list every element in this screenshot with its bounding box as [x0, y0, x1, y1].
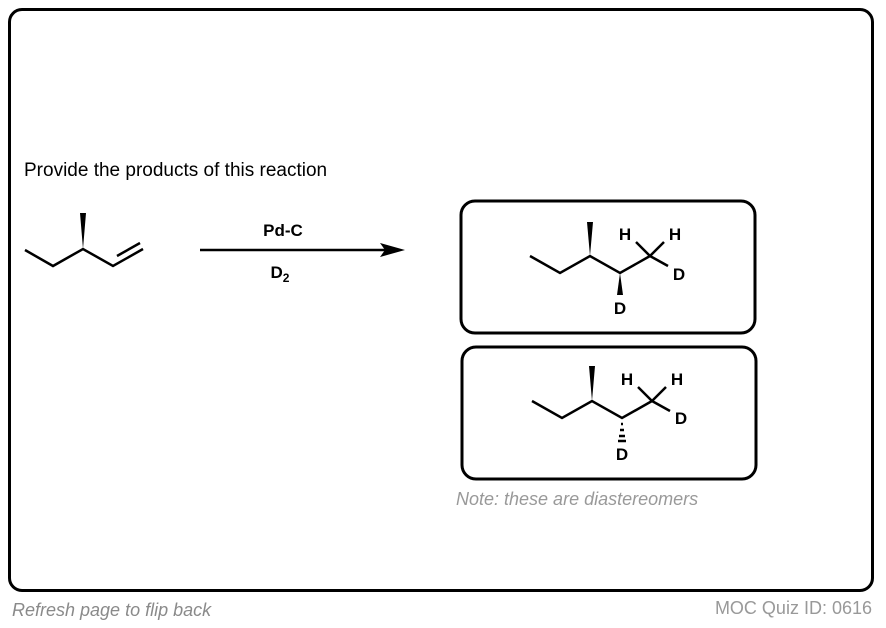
product-2	[531, 366, 671, 443]
quiz-card[interactable]	[8, 8, 874, 592]
svg-text:H: H	[669, 225, 681, 244]
svg-text:H: H	[671, 370, 683, 389]
starting-alkene	[24, 213, 144, 268]
svg-text:H: H	[619, 225, 631, 244]
product-box-2	[460, 345, 758, 481]
product-1	[529, 222, 669, 295]
reaction-arrow	[200, 243, 405, 257]
svg-text:D: D	[673, 265, 685, 284]
reagent-catalyst: Pd-C	[263, 221, 303, 240]
flip-hint: Refresh page to flip back	[12, 600, 212, 620]
reagent-d2: D2	[271, 263, 290, 285]
svg-text:H: H	[621, 370, 633, 389]
svg-text:D: D	[675, 409, 687, 428]
quiz-id: MOC Quiz ID: 0616	[714, 598, 872, 618]
svg-text:D: D	[616, 445, 628, 464]
svg-text:D: D	[614, 299, 626, 318]
product-box-1	[459, 199, 757, 335]
question-text: Provide the products of this reaction	[24, 160, 328, 181]
diastereomer-note: Note: these are diastereomers	[456, 489, 699, 509]
